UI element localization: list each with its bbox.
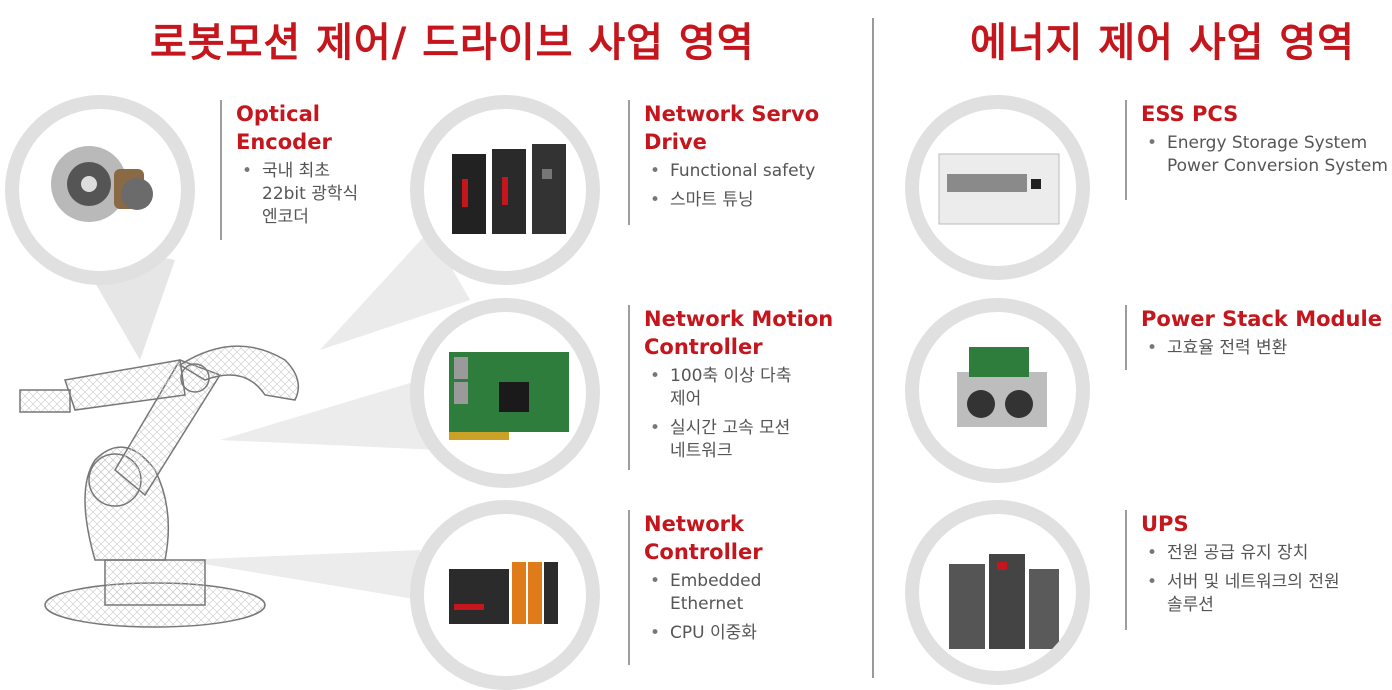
section-divider xyxy=(872,18,874,678)
power-stack-info: Power Stack Module 고효율 전력 변환 xyxy=(1125,305,1382,370)
robot-section-title: 로봇모션 제어/ 드라이브 사업 영역 xyxy=(150,20,755,66)
bullet: Functional safety xyxy=(644,160,819,183)
ups-info: UPS 전원 공급 유지 장치 서버 및 네트워크의 전원 솔루션 xyxy=(1125,510,1340,630)
ess-pcs-image xyxy=(905,95,1090,280)
ess-pcs-info: ESS PCS Energy Storage System Power Conv… xyxy=(1125,100,1388,200)
bullet: 전원 공급 유지 장치 xyxy=(1141,542,1340,565)
ups-title: UPS xyxy=(1141,512,1189,536)
energy-section-title: 에너지 제어 사업 영역 xyxy=(970,20,1355,66)
bullet: CPU 이중화 xyxy=(644,622,763,645)
bullet: Energy Storage System Power Conversion S… xyxy=(1141,132,1388,178)
robot-arm-image xyxy=(19,345,300,628)
bullet: 고효율 전력 변환 xyxy=(1141,337,1382,360)
servo-drive-image xyxy=(410,95,600,285)
servo-drive-title: Network Servo Drive xyxy=(644,102,820,154)
bullet: 스마트 튜닝 xyxy=(644,189,819,212)
motion-controller-image xyxy=(410,298,600,488)
bullet: 국내 최초 22bit 광학식 엔코더 xyxy=(236,160,358,229)
ups-image xyxy=(905,500,1090,685)
network-controller-title: Network Controller xyxy=(644,512,763,564)
optical-encoder-image xyxy=(5,95,195,285)
network-controller-image xyxy=(410,500,600,690)
ess-pcs-title: ESS PCS xyxy=(1141,102,1239,126)
network-controller-info: Network Controller Embedded Ethernet CPU… xyxy=(628,510,763,665)
servo-drive-info: Network Servo Drive Functional safety 스마… xyxy=(628,100,819,225)
bullet: Embedded Ethernet xyxy=(644,570,763,616)
bullet: 실시간 고속 모션 네트워크 xyxy=(644,417,833,463)
motion-controller-title: Network Motion Controller xyxy=(644,307,834,359)
optical-encoder-title: Optical Encoder xyxy=(236,102,332,154)
bullet: 100축 이상 다축 제어 xyxy=(644,365,833,411)
power-stack-title: Power Stack Module xyxy=(1141,307,1382,331)
optical-encoder-info: Optical Encoder 국내 최초 22bit 광학식 엔코더 xyxy=(220,100,358,240)
power-stack-module-image xyxy=(905,298,1090,483)
motion-controller-info: Network Motion Controller 100축 이상 다축 제어 … xyxy=(628,305,833,470)
bullet: 서버 및 네트워크의 전원 솔루션 xyxy=(1141,571,1340,617)
